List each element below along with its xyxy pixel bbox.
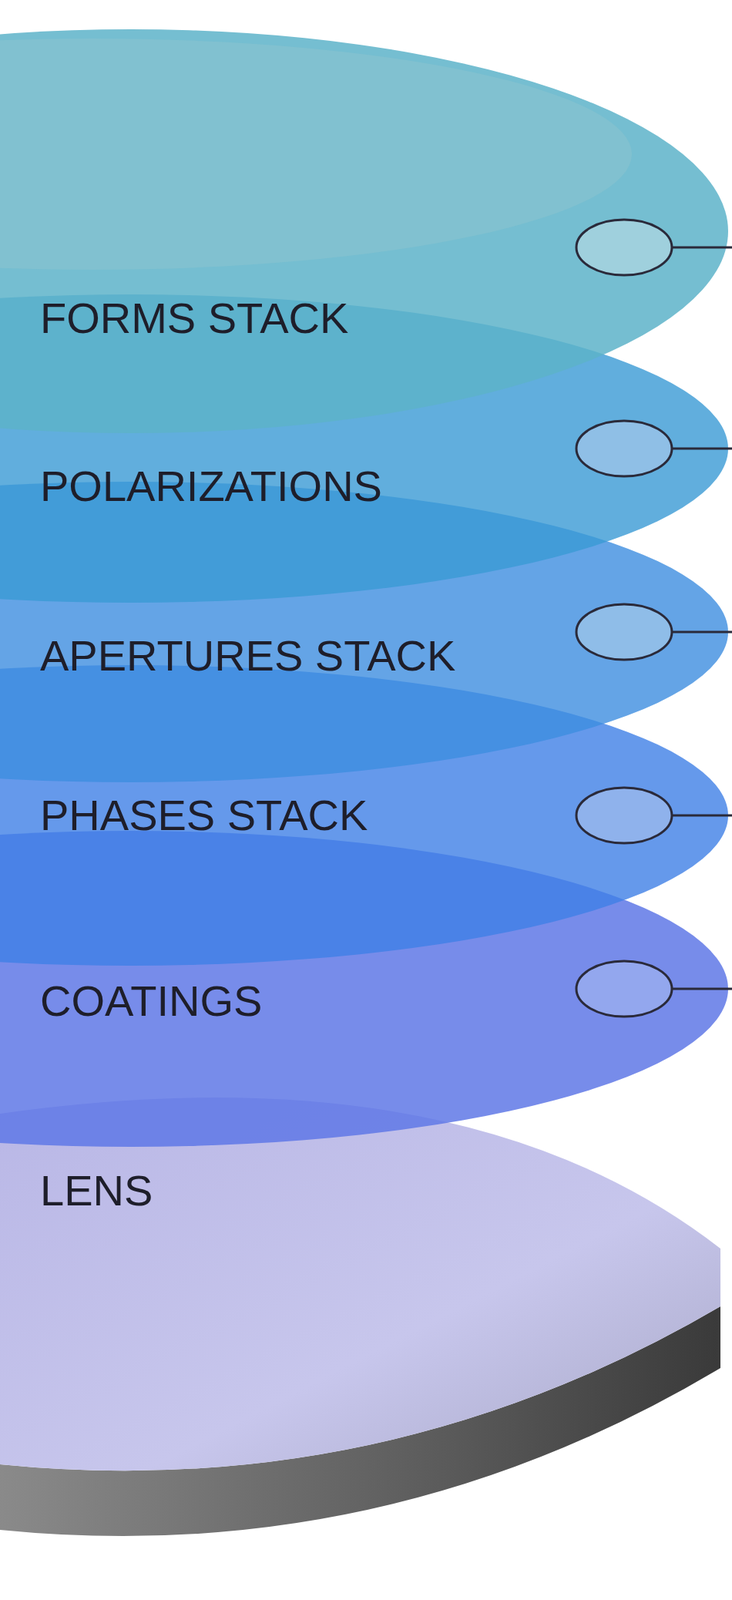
form-layer (0, 29, 729, 434)
layer-label: APERTURES STACK (40, 631, 456, 680)
layer-band: APERTURES STACK (40, 631, 456, 680)
layer-band: POLARIZATIONS (40, 462, 383, 511)
callout-circle (576, 960, 672, 1017)
layer-band: FORMS STACK (40, 294, 349, 343)
form-layer-top (0, 38, 632, 270)
layer-label: PHASES STACK (40, 791, 368, 840)
layer-label: LENS (40, 1166, 153, 1215)
callout-circle (576, 604, 672, 660)
layer-label: POLARIZATIONS (40, 462, 383, 511)
callout-circle (576, 420, 672, 477)
layer-band: PHASES STACK (40, 791, 368, 840)
callout-circle (576, 219, 672, 276)
layer-band: LENS (40, 1166, 153, 1215)
layer-label: COATINGS (40, 977, 262, 1025)
layer-label: FORMS STACK (40, 294, 349, 343)
layer-band: COATINGS (40, 977, 262, 1025)
lens-face (0, 1097, 721, 1471)
callout-circle (576, 787, 672, 843)
